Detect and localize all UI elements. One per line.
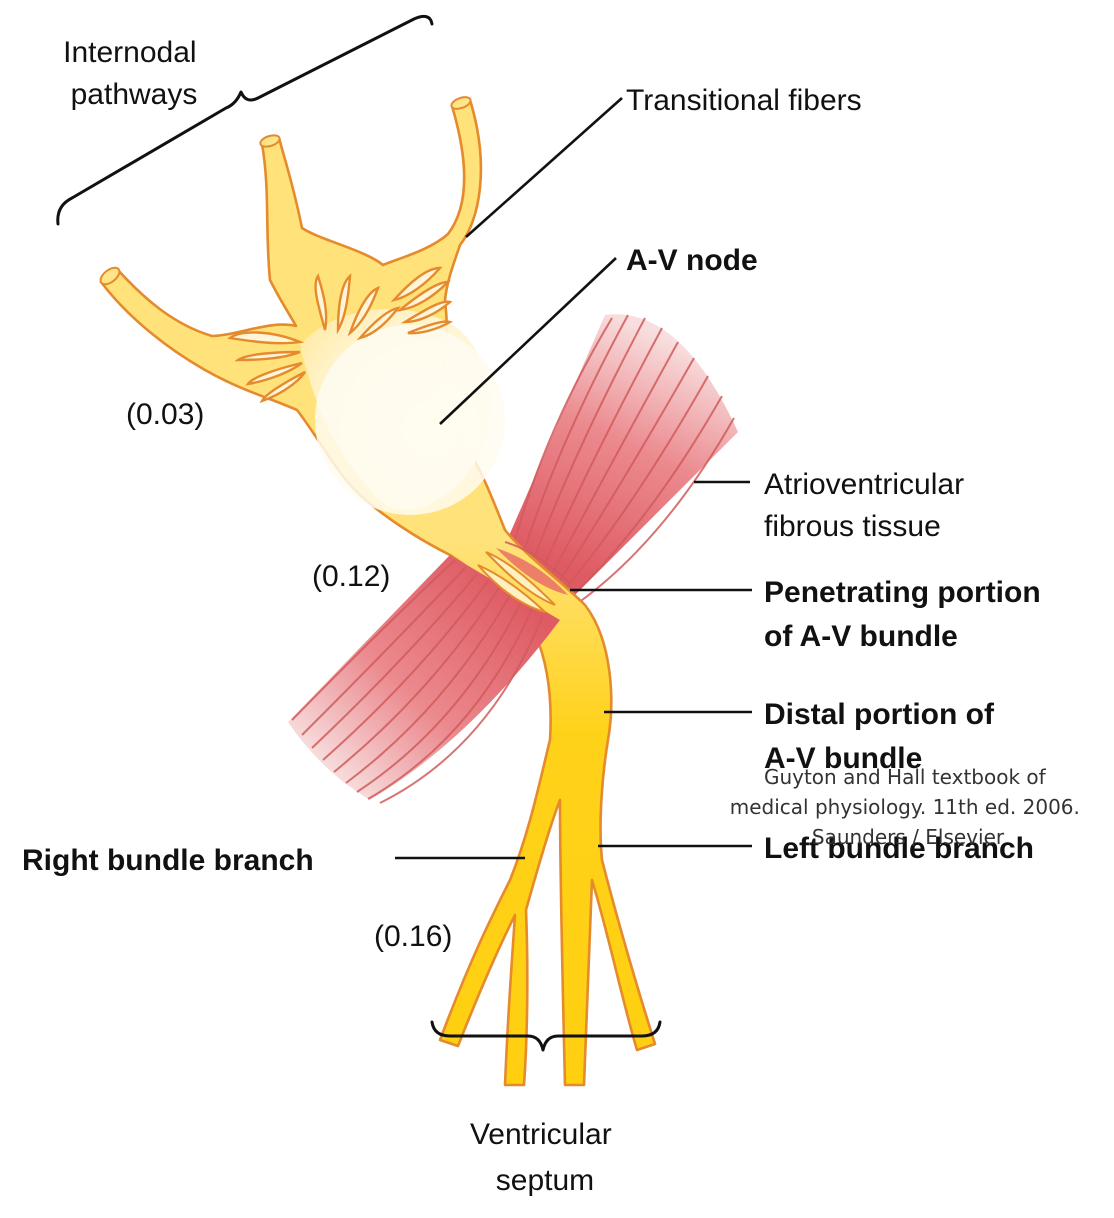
transitional-label: Transitional fibers (626, 84, 862, 117)
timing-016: (0.16) (374, 920, 452, 953)
penetrating-label: Penetrating portion of A-V bundle (764, 576, 1049, 653)
timing-012: (0.12) (312, 560, 390, 593)
right-branch-label: Right bundle branch (22, 844, 314, 877)
av-node-label: A-V node (626, 244, 758, 277)
atrioventricular-label: Atrioventricular fibrous tissue (764, 468, 972, 543)
timing-003: (0.03) (126, 398, 204, 431)
distal-label: Distal portion of A-V bundle (764, 698, 1002, 775)
ventricular-label: Ventricular septum (470, 1118, 620, 1197)
transitional-leader (466, 98, 622, 237)
internodal-label: Internodal pathways (63, 36, 205, 111)
